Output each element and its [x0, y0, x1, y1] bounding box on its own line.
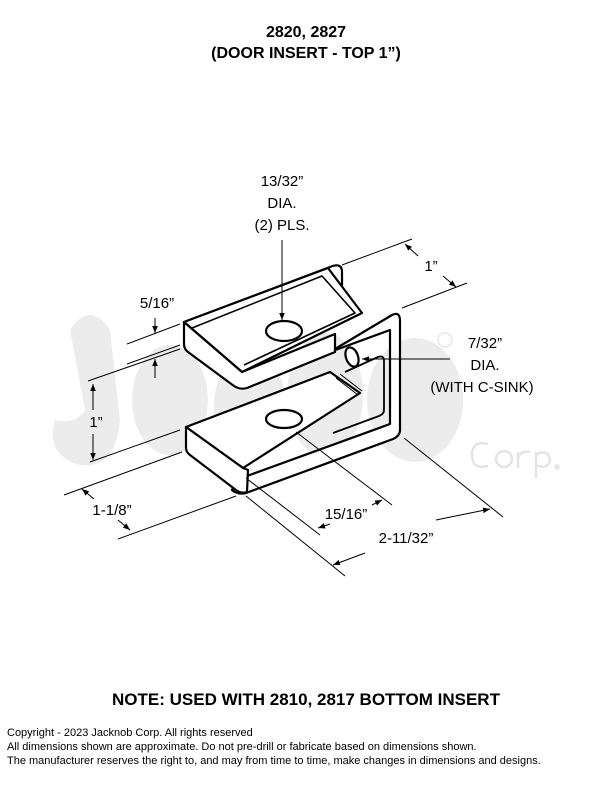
top-width-label: 1” [424, 258, 437, 275]
copyright-text: Copyright - 2023 Jacknob Corp. All right… [7, 727, 253, 739]
dimension-lines [63, 238, 504, 577]
side-countersink-hole [344, 346, 360, 368]
hole-dia-label: 13/32” [261, 173, 304, 190]
technical-drawing: 13/32” DIA. (2) PLS. 1” 5/16” 7/32” DIA.… [52, 173, 560, 577]
upper-flange-front [182, 320, 337, 390]
vertical-plate [230, 312, 402, 495]
part-number-title: 2820, 2827 [265, 24, 347, 41]
gap-height-label: 1” [89, 414, 102, 431]
usage-note: NOTE: USED WITH 2810, 2817 BOTTOM INSERT [112, 690, 500, 709]
hole-qty-label: (2) PLS. [254, 217, 309, 234]
part-description-title: (DOOR INSERT - TOP 1”) [211, 45, 401, 62]
side-hole-csink-label: (WITH C-SINK) [430, 379, 533, 396]
dimension-labels: 13/32” DIA. (2) PLS. 1” 5/16” 7/32” DIA.… [89, 173, 533, 547]
watermark-blob-j [52, 315, 120, 466]
hole-dia-label-2: DIA. [267, 195, 296, 212]
plate-inner-edge [332, 355, 385, 434]
side-hole-dia-label: 7/32” [468, 335, 502, 352]
watermark-registered-mark [437, 332, 453, 348]
upper-flange-lip [191, 275, 356, 366]
base-width-label: 1-1/8” [92, 502, 131, 519]
top-hole [264, 319, 304, 343]
overall-depth-label: 2-11/32” [379, 530, 434, 547]
bottom-hole [264, 408, 304, 430]
hole-offset-label: 15/16” [325, 506, 368, 523]
disclaimer-text: All dimensions shown are approximate. Do… [7, 741, 477, 753]
side-hole-dia-label-2: DIA. [470, 357, 499, 374]
watermark-corp-mark [470, 441, 560, 478]
manufacturer-notice: The manufacturer reserves the right to, … [7, 755, 541, 767]
lower-plate-front [184, 425, 250, 494]
flange-thickness-label: 5/16” [140, 295, 174, 312]
shading-lines [335, 373, 363, 396]
door-insert-part [182, 264, 402, 495]
